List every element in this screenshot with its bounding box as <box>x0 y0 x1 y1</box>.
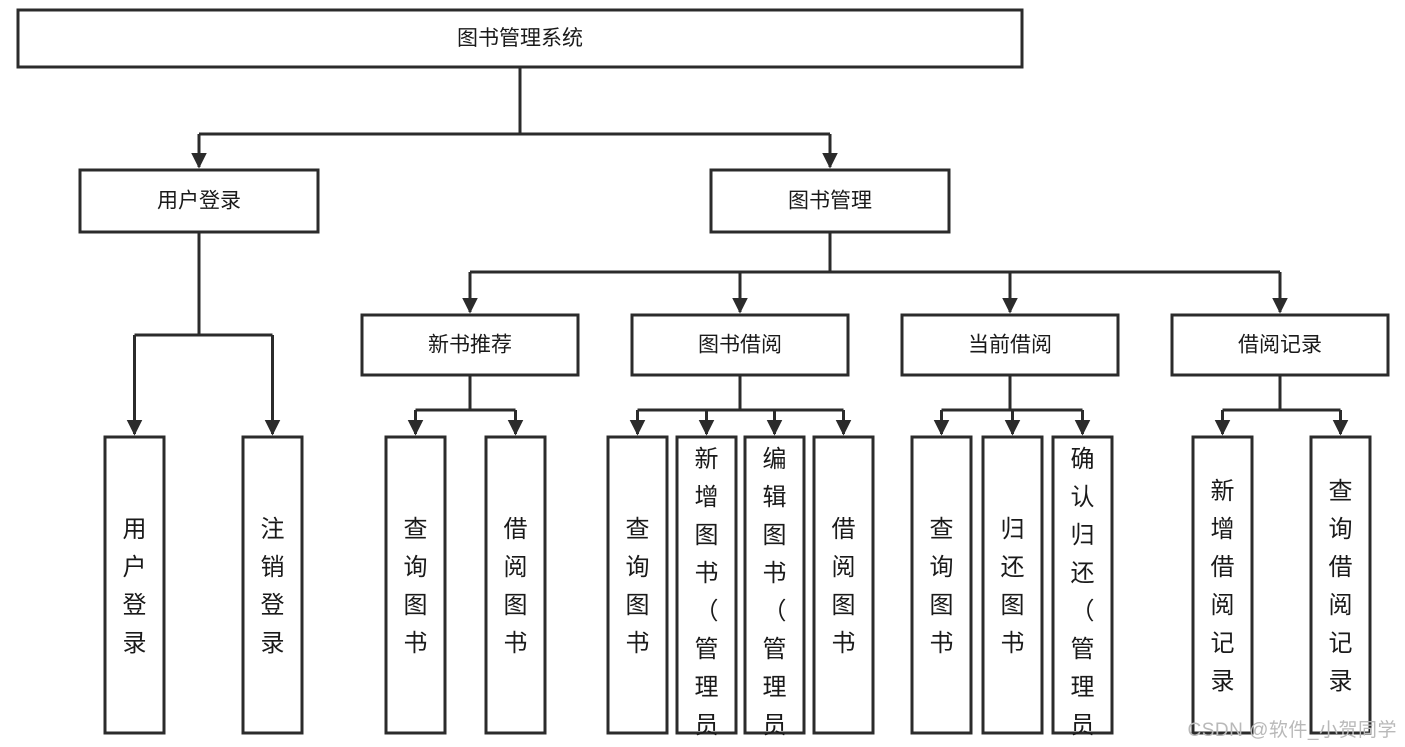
node-leaf-label-2: 查询图书 <box>404 516 428 657</box>
node-leaf-label-12: 查询借阅记录 <box>1329 478 1353 695</box>
node-leaf-label-6: 编辑图书（管理员） <box>763 446 787 747</box>
node-root-box[interactable] <box>16 8 1024 69</box>
node-leaf-box-6[interactable] <box>743 435 806 735</box>
node-leaf-box-8[interactable] <box>910 435 973 735</box>
node-leaf-label-5: 新增图书（管理员） <box>695 446 719 747</box>
node-level2-label-0: 用户登录 <box>157 190 241 213</box>
node-leaf-box-9[interactable] <box>981 435 1044 735</box>
node-leaf-label-0: 用户登录 <box>123 516 147 657</box>
node-leaf-box-3[interactable] <box>484 435 547 735</box>
node-leaf-label-8: 查询图书 <box>930 516 954 657</box>
node-level3-label-0: 新书推荐 <box>428 334 512 357</box>
node-leaf-box-10[interactable] <box>1051 435 1114 735</box>
node-level3-box-2[interactable] <box>900 313 1120 377</box>
node-leaf-box-5[interactable] <box>675 435 738 735</box>
node-leaf-label-9: 归还图书 <box>1001 516 1025 657</box>
node-leaf-box-11[interactable] <box>1191 435 1254 735</box>
node-level3-box-0[interactable] <box>360 313 580 377</box>
node-level2-box-1[interactable] <box>709 168 951 234</box>
node-leaf-box-0[interactable] <box>103 435 166 735</box>
node-level2-label-1: 图书管理 <box>788 190 872 213</box>
node-leaf-label-1: 注销登录 <box>261 516 285 657</box>
node-leaf-box-12[interactable] <box>1309 435 1372 735</box>
node-level3-box-3[interactable] <box>1170 313 1390 377</box>
node-leaf-box-2[interactable] <box>384 435 447 735</box>
node-level2-box-0[interactable] <box>78 168 320 234</box>
node-leaf-box-1[interactable] <box>241 435 304 735</box>
node-leaf-box-4[interactable] <box>606 435 669 735</box>
diagram-nodes: 图书管理系统用户登录图书管理新书推荐图书借阅当前借阅借阅记录用户登录注销登录查询… <box>16 8 1390 747</box>
node-leaf-label-7: 借阅图书 <box>832 516 856 657</box>
node-level3-label-1: 图书借阅 <box>698 334 782 357</box>
node-level3-label-2: 当前借阅 <box>968 334 1052 357</box>
node-root-label: 图书管理系统 <box>457 27 583 50</box>
node-level3-label-3: 借阅记录 <box>1238 334 1322 357</box>
node-leaf-label-4: 查询图书 <box>626 516 650 657</box>
node-level3-box-1[interactable] <box>630 313 850 377</box>
node-leaf-box-7[interactable] <box>812 435 875 735</box>
node-leaf-label-11: 新增借阅记录 <box>1211 478 1235 695</box>
node-leaf-label-3: 借阅图书 <box>504 516 528 657</box>
connector-edges <box>126 67 1349 436</box>
node-leaf-label-10: 确认归还（管理员） <box>1071 446 1095 747</box>
